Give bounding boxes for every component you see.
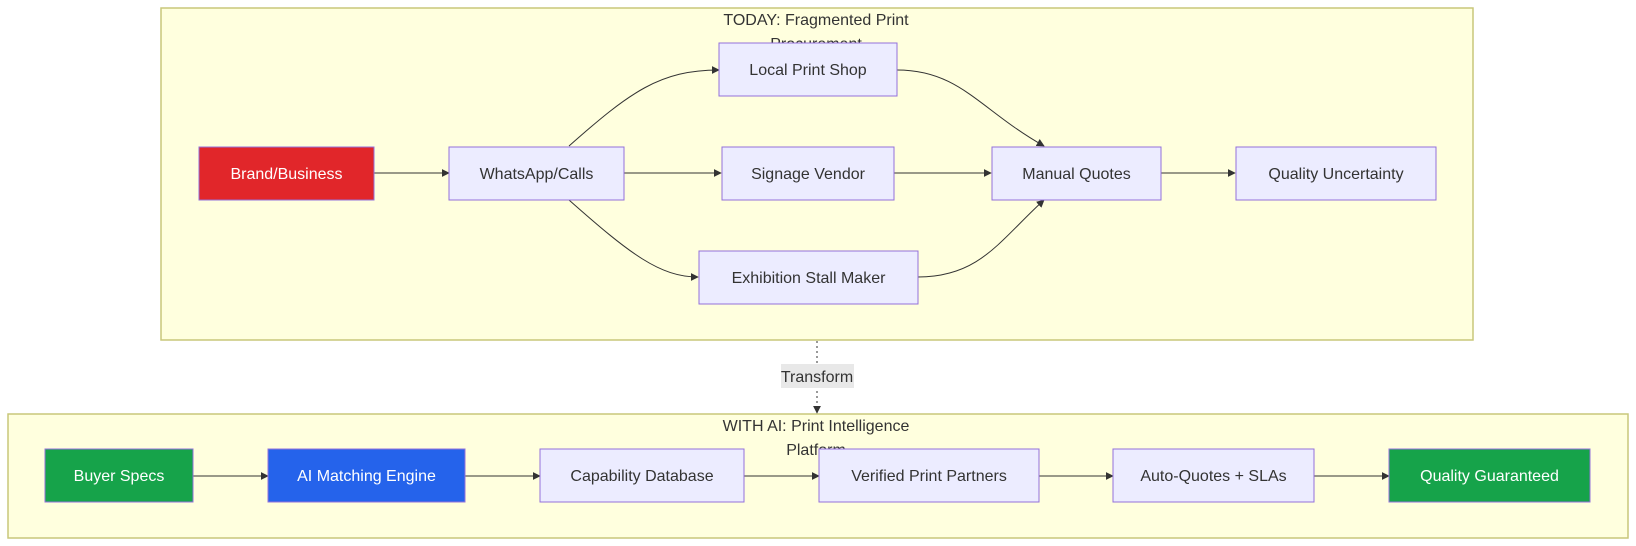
node-signage-vendor-label: Signage Vendor <box>751 166 866 183</box>
node-manual-quotes-box <box>991 146 1162 201</box>
node-capability-database-label: Capability Database <box>570 468 713 485</box>
node-brand-business-box <box>198 146 375 201</box>
edges-today <box>374 66 1236 281</box>
node-buyer-specs-box <box>44 448 194 503</box>
node-exhibition-stall-maker[interactable]: Exhibition Stall Maker <box>698 250 919 305</box>
node-whatsapp-calls-label: WhatsApp/Calls <box>480 166 594 183</box>
node-local-print-shop-box <box>718 42 898 97</box>
node-brand-business-label: Brand/Business <box>230 166 342 183</box>
edge-whatsapp-to-exhibition <box>568 199 699 281</box>
node-capability-database[interactable]: Capability Database <box>539 448 745 503</box>
node-brand-business[interactable]: Brand/Business <box>198 146 375 201</box>
node-verified-print-partners-box <box>818 448 1040 503</box>
node-exhibition-stall-maker-label: Exhibition Stall Maker <box>732 270 887 287</box>
node-manual-quotes-label: Manual Quotes <box>1022 166 1131 183</box>
node-signage-vendor-box <box>721 146 895 201</box>
edge-exhibition-to-manual-quotes <box>917 199 1045 278</box>
edge-transform-label: Transform <box>781 369 853 386</box>
node-exhibition-stall-maker-box <box>698 250 919 305</box>
cluster-ai-title-line1: WITH AI: Print Intelligence <box>723 418 910 435</box>
node-quality-guaranteed-label: Quality Guaranteed <box>1420 468 1559 485</box>
node-verified-print-partners[interactable]: Verified Print Partners <box>818 448 1040 503</box>
node-ai-matching-engine-label: AI Matching Engine <box>297 468 436 485</box>
node-local-print-shop-label: Local Print Shop <box>749 62 867 79</box>
node-buyer-specs[interactable]: Buyer Specs <box>44 448 194 503</box>
node-capability-database-box <box>539 448 745 503</box>
node-quality-uncertainty-box <box>1235 146 1437 201</box>
edge-whatsapp-to-local-shop <box>568 66 720 147</box>
node-auto-quotes-slas-box <box>1112 448 1315 503</box>
edge-local-shop-to-manual-quotes <box>896 69 1045 147</box>
node-quality-uncertainty[interactable]: Quality Uncertainty <box>1235 146 1437 201</box>
node-manual-quotes[interactable]: Manual Quotes <box>991 146 1162 201</box>
node-auto-quotes-slas-label: Auto-Quotes + SLAs <box>1140 468 1286 485</box>
cluster-today-title-line1: TODAY: Fragmented Print <box>723 12 909 29</box>
edge-transform: Transform <box>781 341 854 414</box>
node-verified-print-partners-label: Verified Print Partners <box>851 468 1007 485</box>
node-ai-matching-engine-box <box>267 448 466 503</box>
node-quality-guaranteed[interactable]: Quality Guaranteed <box>1388 448 1591 503</box>
node-ai-matching-engine[interactable]: AI Matching Engine <box>267 448 466 503</box>
node-whatsapp-calls-box <box>448 146 625 201</box>
node-quality-guaranteed-box <box>1388 448 1591 503</box>
node-buyer-specs-label: Buyer Specs <box>74 468 165 485</box>
edge-transform-label-bg <box>781 364 854 388</box>
node-quality-uncertainty-label: Quality Uncertainty <box>1268 166 1403 183</box>
node-local-print-shop[interactable]: Local Print Shop <box>718 42 898 97</box>
node-whatsapp-calls[interactable]: WhatsApp/Calls <box>448 146 625 201</box>
node-auto-quotes-slas[interactable]: Auto-Quotes + SLAs <box>1112 448 1315 503</box>
node-signage-vendor[interactable]: Signage Vendor <box>721 146 895 201</box>
